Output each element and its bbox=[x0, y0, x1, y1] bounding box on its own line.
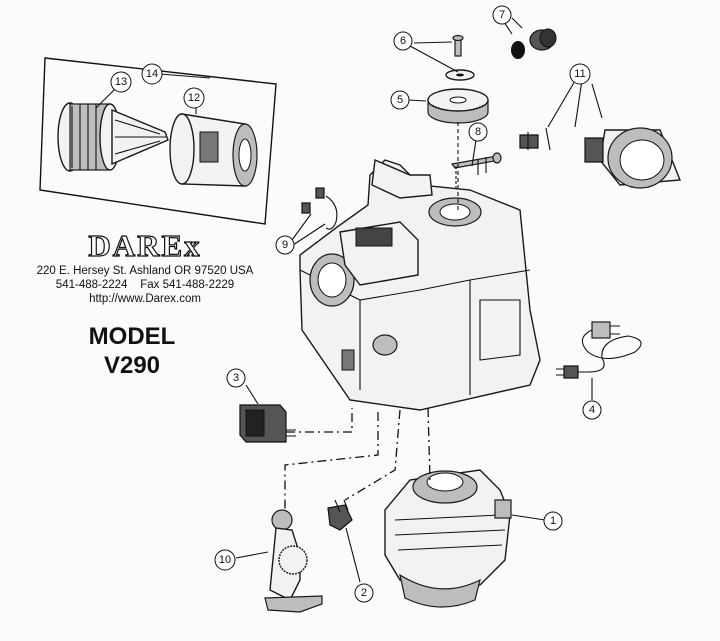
part-10-gear-lever bbox=[264, 509, 323, 613]
callout-13: 13 bbox=[110, 71, 132, 93]
callout-11: 11 bbox=[569, 63, 591, 85]
company-contact: 541-488-2224 Fax 541-488-2229 bbox=[30, 278, 260, 292]
callout-14: 14 bbox=[141, 63, 163, 85]
svg-text:11: 11 bbox=[574, 68, 585, 80]
svg-text:13: 13 bbox=[115, 76, 127, 88]
company-fax: Fax 541-488-2229 bbox=[140, 279, 235, 291]
svg-text:1: 1 bbox=[550, 515, 556, 527]
svg-text:9: 9 bbox=[282, 239, 288, 251]
svg-text:2: 2 bbox=[361, 587, 367, 599]
part-2-bracket bbox=[327, 499, 353, 531]
part-11-hood bbox=[519, 127, 682, 189]
callout-7: 7 bbox=[492, 5, 512, 25]
part-7-cap bbox=[511, 28, 557, 59]
part-1-motor bbox=[384, 469, 512, 608]
svg-text:8: 8 bbox=[475, 126, 481, 138]
callout-6: 6 bbox=[393, 31, 413, 51]
company-website: http://www.Darex.com bbox=[89, 293, 201, 305]
model-label: MODEL V290 bbox=[62, 322, 202, 380]
callout-4: 4 bbox=[582, 400, 602, 420]
svg-text:4: 4 bbox=[589, 404, 595, 416]
part-4-power-cord bbox=[556, 321, 642, 379]
model-number: V290 bbox=[103, 352, 161, 379]
part-12-sleeve bbox=[169, 113, 258, 187]
part-8-shaft bbox=[450, 152, 502, 212]
callout-leaders bbox=[95, 15, 603, 583]
company-info: DAREx 220 E. Hersey St. Ashland OR 97520… bbox=[30, 227, 260, 306]
part-5-grinding-wheel bbox=[427, 88, 489, 124]
svg-text:7: 7 bbox=[499, 9, 505, 21]
company-address: 220 E. Hersey St. Ashland OR 97520 USA bbox=[36, 265, 254, 277]
part-3-switch bbox=[239, 404, 296, 443]
part-9-screws bbox=[301, 187, 338, 230]
callout-12: 12 bbox=[183, 87, 205, 109]
callout-8: 8 bbox=[468, 122, 488, 142]
svg-text:10: 10 bbox=[219, 554, 231, 566]
model-heading: MODEL bbox=[88, 323, 176, 350]
callout-2: 2 bbox=[354, 583, 374, 603]
callout-5: 5 bbox=[390, 90, 410, 110]
svg-text:6: 6 bbox=[400, 35, 406, 47]
svg-text:12: 12 bbox=[188, 92, 200, 104]
company-logo: DAREx bbox=[88, 227, 202, 263]
part-13-chuck bbox=[57, 102, 169, 172]
svg-text:3: 3 bbox=[233, 372, 239, 384]
assembly-lines bbox=[284, 120, 459, 510]
main-housing bbox=[299, 158, 541, 411]
callout-9: 9 bbox=[275, 235, 295, 255]
part-6-screw bbox=[445, 34, 475, 81]
svg-text:5: 5 bbox=[397, 94, 403, 106]
callout-10: 10 bbox=[214, 549, 236, 571]
svg-text:14: 14 bbox=[146, 68, 158, 80]
callout-1: 1 bbox=[543, 511, 563, 531]
callout-3: 3 bbox=[226, 368, 246, 388]
company-phone: 541-488-2224 bbox=[55, 279, 128, 291]
